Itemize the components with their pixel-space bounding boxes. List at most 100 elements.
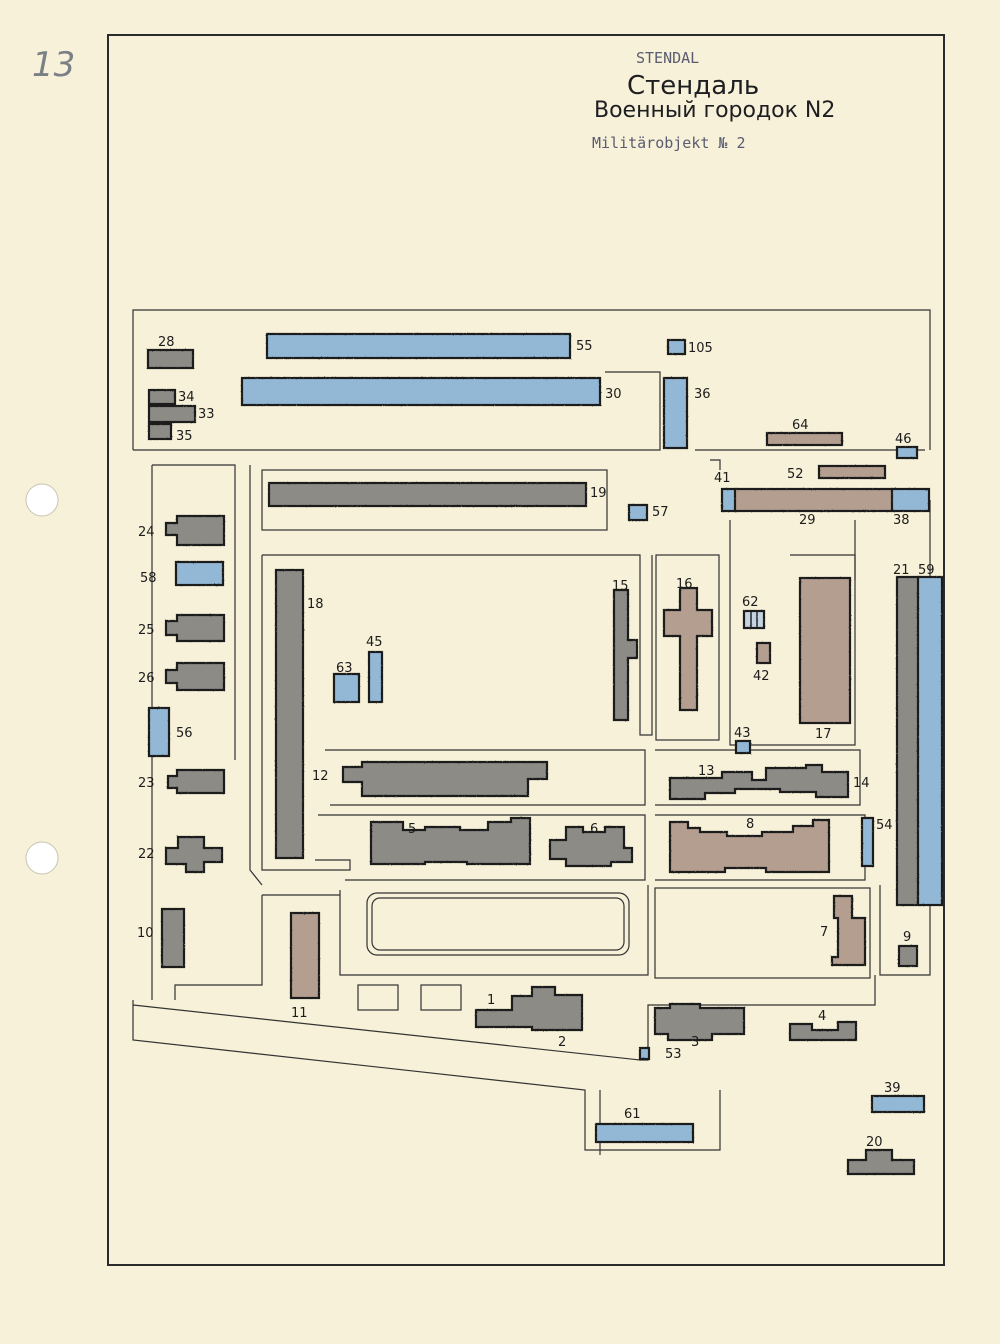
building-43	[734, 739, 752, 755]
label-61: 61	[624, 1107, 641, 1122]
page-frame	[107, 34, 945, 1266]
label-16: 16	[676, 577, 693, 592]
building-16	[662, 586, 714, 712]
building-54	[860, 816, 875, 868]
label-52: 52	[787, 467, 804, 482]
building-24	[164, 514, 226, 547]
building-34	[147, 388, 177, 406]
label-56: 56	[176, 726, 193, 741]
label-10: 10	[137, 926, 154, 941]
label-64: 64	[792, 418, 809, 433]
building-45	[367, 650, 384, 704]
label-23: 23	[138, 776, 155, 791]
building-17	[798, 576, 852, 725]
label-18: 18	[307, 597, 324, 612]
building-64	[765, 431, 844, 447]
label-62: 62	[742, 595, 759, 610]
subtitle-german: Militärobjekt № 2	[592, 134, 746, 152]
building-shapes	[146, 332, 944, 1176]
building-23	[166, 768, 226, 795]
building-63	[332, 672, 361, 704]
building-53	[638, 1046, 651, 1061]
building-62	[742, 609, 766, 630]
building-42	[755, 641, 772, 665]
label-4: 4	[818, 1009, 826, 1024]
label-54: 54	[876, 818, 893, 833]
label-22: 22	[138, 847, 155, 862]
building-12	[341, 760, 549, 798]
label-3: 3	[691, 1035, 699, 1050]
building-36	[662, 376, 689, 450]
building-6	[548, 825, 634, 868]
building-30	[240, 376, 602, 407]
label-58: 58	[140, 571, 157, 586]
building-26	[164, 661, 226, 692]
building-55	[265, 332, 572, 360]
label-15: 15	[612, 579, 629, 594]
label-55: 55	[576, 339, 593, 354]
building-10	[160, 907, 186, 969]
building-19	[267, 481, 588, 508]
label-46: 46	[895, 432, 912, 447]
page-number: 13	[32, 45, 75, 85]
label-45: 45	[366, 635, 383, 650]
label-29: 29	[799, 513, 816, 528]
label-53: 53	[665, 1047, 682, 1062]
building-7	[830, 894, 867, 967]
building-21	[895, 575, 922, 907]
label-7: 7	[820, 925, 828, 940]
building-20	[846, 1148, 916, 1176]
label-59: 59	[918, 563, 935, 578]
label-38: 38	[893, 513, 910, 528]
building-57	[627, 503, 649, 522]
label-6: 6	[590, 822, 598, 837]
building-5	[369, 816, 532, 866]
label-12: 12	[312, 769, 329, 784]
label-105: 105	[688, 341, 713, 356]
label-63: 63	[336, 661, 353, 676]
label-5: 5	[408, 822, 416, 837]
building-52	[817, 464, 887, 480]
building-13-14	[668, 763, 850, 801]
title-latin: STENDAL	[636, 49, 699, 67]
building-3	[653, 1002, 746, 1042]
building-8	[668, 818, 831, 874]
label-14: 14	[853, 776, 870, 791]
label-28: 28	[158, 335, 175, 350]
label-11: 11	[291, 1006, 308, 1021]
building-11	[289, 911, 321, 1000]
label-9: 9	[903, 930, 911, 945]
binder-hole-top	[25, 483, 59, 517]
building-33	[147, 404, 197, 424]
building-29	[733, 487, 895, 513]
label-43: 43	[734, 726, 751, 741]
building-1-2	[474, 985, 584, 1032]
building-labels: 55 30 28 34 33 35 105 36 64 46 52 41 29 …	[137, 335, 935, 1150]
building-105	[666, 338, 687, 356]
building-58	[174, 560, 225, 587]
building-4	[788, 1020, 858, 1042]
label-24: 24	[138, 525, 155, 540]
label-19: 19	[590, 486, 607, 501]
label-13: 13	[698, 764, 715, 779]
building-28	[146, 348, 195, 370]
building-15	[612, 588, 639, 722]
label-25: 25	[138, 623, 155, 638]
label-39: 39	[884, 1081, 901, 1096]
label-1: 1	[487, 993, 495, 1008]
label-42: 42	[753, 669, 770, 684]
label-57: 57	[652, 505, 669, 520]
label-20: 20	[866, 1135, 883, 1150]
title-cyrillic: Стендаль	[627, 71, 759, 101]
subtitle-cyrillic: Военный городок N2	[594, 98, 835, 123]
building-35	[147, 422, 173, 441]
building-25	[164, 613, 226, 643]
binder-hole-bottom	[25, 841, 59, 875]
label-36: 36	[694, 387, 711, 402]
building-9	[897, 944, 919, 968]
building-46	[895, 445, 919, 460]
label-33: 33	[198, 407, 215, 422]
label-35: 35	[176, 429, 193, 444]
